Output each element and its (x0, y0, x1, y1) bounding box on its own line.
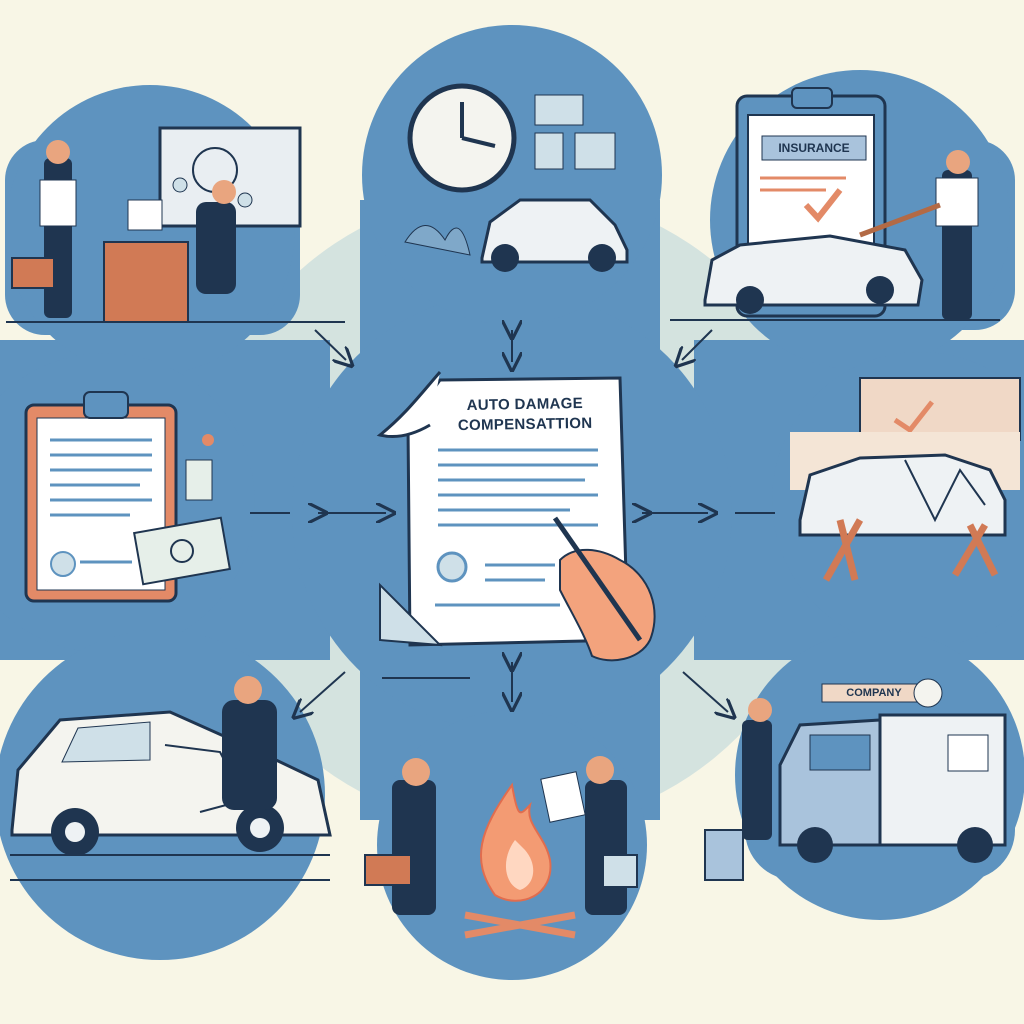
document-title-line-2: COMPENSATTION (457, 414, 593, 435)
arrow-bottom-right-diagonal (682, 671, 728, 712)
insurance-sign-text: INSURANCE (778, 141, 850, 155)
vignette-office (5, 85, 345, 375)
flow-arrows (300, 330, 728, 712)
van-sign-text: COMPANY (846, 687, 902, 699)
vignette-damaged-car (0, 630, 332, 960)
signing-hand (552, 516, 656, 662)
vignette-fire-incident (364, 710, 647, 980)
vignette-clipboard-payment (0, 353, 255, 653)
vignette-crash-site (772, 352, 1024, 648)
vignette-insurance-claim (670, 70, 1015, 370)
arrow-top-left-diagonal (314, 329, 346, 360)
vignette-clock-car (362, 25, 662, 325)
document-title: AUTO DAMAGE COMPENSATTION (440, 394, 611, 437)
arrow-bottom-left-diagonal (300, 671, 346, 712)
arrow-top-right-diagonal (682, 329, 713, 360)
vignette-company-van (704, 630, 1024, 920)
connector-dashes (250, 512, 775, 679)
